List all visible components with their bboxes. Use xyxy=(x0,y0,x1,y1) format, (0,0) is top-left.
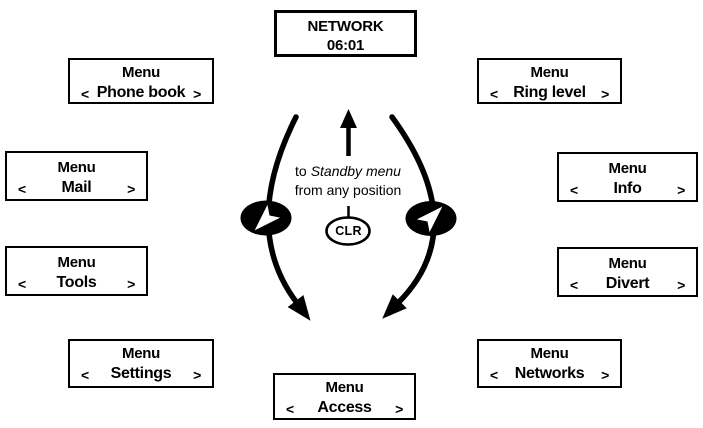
menu-box-phone-book: Menu < Phone book > xyxy=(68,58,214,104)
menu-title: Menu xyxy=(530,345,569,362)
left-scroll-indicator: < xyxy=(570,277,578,293)
right-scroll-indicator: > xyxy=(193,367,201,383)
menu-title: Menu xyxy=(57,159,96,176)
menu-title: Menu xyxy=(57,254,96,271)
menu-label: Access xyxy=(317,399,372,416)
left-scroll-indicator: < xyxy=(18,181,26,197)
left-scroll-indicator: < xyxy=(18,276,26,292)
right-scroll-indicator: > xyxy=(601,86,609,102)
left-scroll-key-button xyxy=(240,200,292,236)
menu-box-divert: Menu < Divert > xyxy=(557,247,698,297)
right-scroll-key-button xyxy=(405,201,457,236)
menu-title: Menu xyxy=(608,160,647,177)
left-scroll-indicator: < xyxy=(81,367,89,383)
left-scroll-indicator: < xyxy=(490,367,498,383)
menu-box-tools: Menu < Tools > xyxy=(5,246,148,296)
menu-label: Phone book xyxy=(96,84,186,101)
left-scroll-indicator: < xyxy=(490,86,498,102)
menu-label: Ring level xyxy=(513,84,586,101)
up-arrow-icon xyxy=(340,109,357,128)
menu-box-settings: Menu < Settings > xyxy=(68,339,214,388)
clock-time: 06:01 xyxy=(326,37,365,54)
menu-label: Info xyxy=(613,180,642,197)
display-box-network: NETWORK 06:01 xyxy=(274,10,417,57)
menu-label: Mail xyxy=(61,179,92,196)
menu-title: Menu xyxy=(122,345,160,362)
menu-box-networks: Menu < Networks > xyxy=(477,339,622,388)
right-scroll-indicator: > xyxy=(193,86,201,102)
menu-title: Menu xyxy=(530,64,569,81)
menu-label: Tools xyxy=(56,274,97,291)
network-name: NETWORK xyxy=(307,18,384,35)
menu-box-mail: Menu < Mail > xyxy=(5,151,148,201)
menu-label: Settings xyxy=(110,365,172,382)
arrow-up-right-icon xyxy=(416,206,443,233)
menu-label: Networks xyxy=(514,365,585,382)
left-scroll-indicator: < xyxy=(570,182,578,198)
left-scroll-indicator: < xyxy=(81,86,89,102)
standby-note-line2: from any position xyxy=(294,182,402,198)
menu-title: Menu xyxy=(325,379,364,396)
menu-title: Menu xyxy=(608,255,647,272)
right-scroll-indicator: > xyxy=(677,182,685,198)
right-scroll-indicator: > xyxy=(677,277,685,293)
clr-key-outline xyxy=(325,216,371,246)
menu-label: Divert xyxy=(605,275,650,292)
menu-box-info: Menu < Info > xyxy=(557,152,698,202)
left-scroll-indicator: < xyxy=(286,401,294,417)
menu-box-ring-level: Menu < Ring level > xyxy=(477,58,622,104)
right-scroll-indicator: > xyxy=(395,401,403,417)
arrow-down-left-icon xyxy=(254,204,281,231)
right-scroll-indicator: > xyxy=(601,367,609,383)
menu-box-access: Menu < Access > xyxy=(273,373,416,420)
right-scroll-indicator: > xyxy=(127,276,135,292)
menu-title: Menu xyxy=(122,64,160,81)
clr-key-label: CLR xyxy=(335,224,362,238)
right-scroll-indicator: > xyxy=(127,181,135,197)
